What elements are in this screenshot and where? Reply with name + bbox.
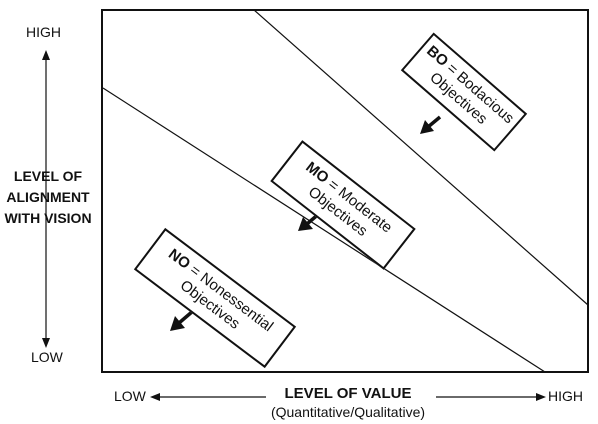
x-axis-left-arrowhead bbox=[150, 393, 160, 401]
x-axis-title: LEVEL OF VALUE bbox=[284, 385, 412, 402]
x-axis-right-arrowhead bbox=[536, 393, 546, 401]
y-axis-down-arrowhead bbox=[42, 338, 50, 348]
x-axis-high-label: HIGH bbox=[548, 388, 583, 404]
no-arrow-icon bbox=[170, 309, 195, 331]
x-axis-subtitle: (Quantitative/Qualitative) bbox=[270, 404, 426, 420]
y-axis-title: LEVEL OF ALIGNMENT WITH VISION bbox=[4, 168, 92, 226]
y-axis-high-label: HIGH bbox=[26, 24, 61, 40]
divider-line-lower bbox=[102, 87, 546, 373]
y-axis-up-arrowhead bbox=[42, 50, 50, 60]
bo-arrow-icon bbox=[420, 115, 442, 134]
plot-frame bbox=[101, 9, 589, 373]
x-axis-low-label: LOW bbox=[114, 388, 146, 404]
y-axis-low-label: LOW bbox=[31, 349, 63, 365]
divider-line-upper bbox=[253, 9, 589, 306]
